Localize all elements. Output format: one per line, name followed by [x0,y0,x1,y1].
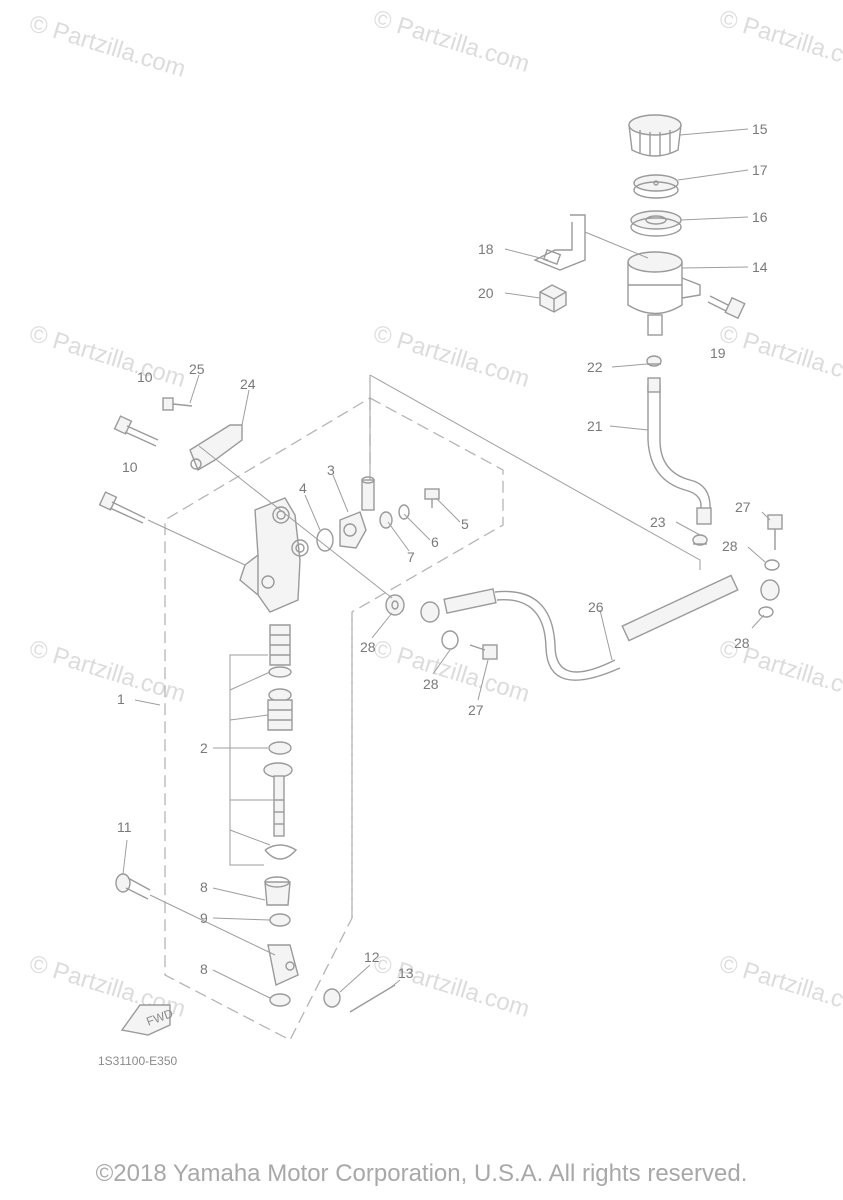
callout-6: 6 [431,534,439,550]
brake-hose [420,574,780,681]
piston-kit [263,624,298,860]
frame-lines [369,374,701,570]
callouts: 15 17 16 14 18 20 19 22 21 23 27 28 26 2… [117,121,768,981]
callout-27-mid: 27 [468,702,484,718]
watermark: © Partzilla.com [26,10,189,83]
callout-28-left: 28 [360,639,376,655]
diaphragm [630,210,682,237]
screw-25 [162,397,193,411]
callout-17: 17 [752,162,768,178]
washer-6 [398,504,410,520]
callout-3: 3 [327,462,335,478]
callout-27-right: 27 [735,499,751,515]
cotter-pin [349,984,396,1013]
callout-22: 22 [587,359,603,375]
clevis-pin [115,873,151,900]
o-ring [316,528,334,552]
callout-20: 20 [478,285,494,301]
callout-8-upper: 8 [200,879,208,895]
hose-clip-lower [692,534,708,546]
master-cylinder-body [239,497,309,613]
bolt-10-upper [113,415,159,447]
watermark: © Partzilla.com [370,950,533,1023]
washer-28-left [385,594,405,616]
watermark: © Partzilla.com [26,320,189,393]
watermark: © Partzilla.com [370,320,533,393]
callout-16: 16 [752,209,768,225]
union-bolt-27-right [758,514,783,618]
callout-13: 13 [398,965,414,981]
callout-7: 7 [407,549,415,565]
push-rod-assembly [264,876,299,1007]
copyright-notice: ©2018 Yamaha Motor Corporation, U.S.A. A… [95,1160,748,1187]
bolt-5 [424,488,440,508]
watermark: © Partzilla.com [370,635,533,708]
callout-9: 9 [200,910,208,926]
callout-14: 14 [752,259,768,275]
hose-clip-upper [646,355,662,367]
union-bolt-27-mid [441,630,498,660]
union-fitting [339,476,375,549]
reservoir-hose [647,377,712,525]
callout-11: 11 [117,819,132,835]
drawing-code: 1S31100-E350 [98,1054,178,1068]
fwd-arrow: FWD [120,1004,175,1036]
callout-28-right-lower: 28 [734,635,750,651]
watermark: © Partzilla.com [370,5,533,78]
callout-15: 15 [752,121,768,137]
callout-12: 12 [364,949,380,965]
diaphragm-plate [633,174,679,199]
washer-12 [323,988,341,1008]
leader-lines [122,128,771,999]
callout-26: 26 [588,599,604,615]
bolt-19 [707,295,746,320]
callout-2: 2 [200,740,208,756]
mount-bracket [189,424,243,472]
watermark: © Partzilla.com [716,950,843,1023]
callout-28-mid: 28 [423,676,439,692]
callout-8-lower: 8 [200,961,208,977]
reservoir-bracket [533,214,586,271]
callout-23: 23 [650,514,666,530]
callout-18: 18 [478,241,494,257]
reservoir-cap [628,114,682,157]
callout-21: 21 [587,418,603,434]
callout-24: 24 [240,376,256,392]
watermarks: © Partzilla.com © Partzilla.com © Partzi… [26,5,843,1023]
callout-10-upper: 10 [137,369,153,385]
watermark: © Partzilla.com [716,5,843,78]
callout-5: 5 [461,516,469,532]
assembly-outline [164,397,504,1041]
callout-19: 19 [710,345,726,361]
grommet [539,284,567,313]
callout-1: 1 [117,691,125,707]
reservoir-tank [627,251,701,336]
callout-25: 25 [189,361,205,377]
watermark: © Partzilla.com [716,320,843,393]
bolt-10-lower [98,491,146,524]
callout-28-right-upper: 28 [722,538,738,554]
callout-4: 4 [299,480,307,496]
callout-10-lower: 10 [122,459,138,475]
